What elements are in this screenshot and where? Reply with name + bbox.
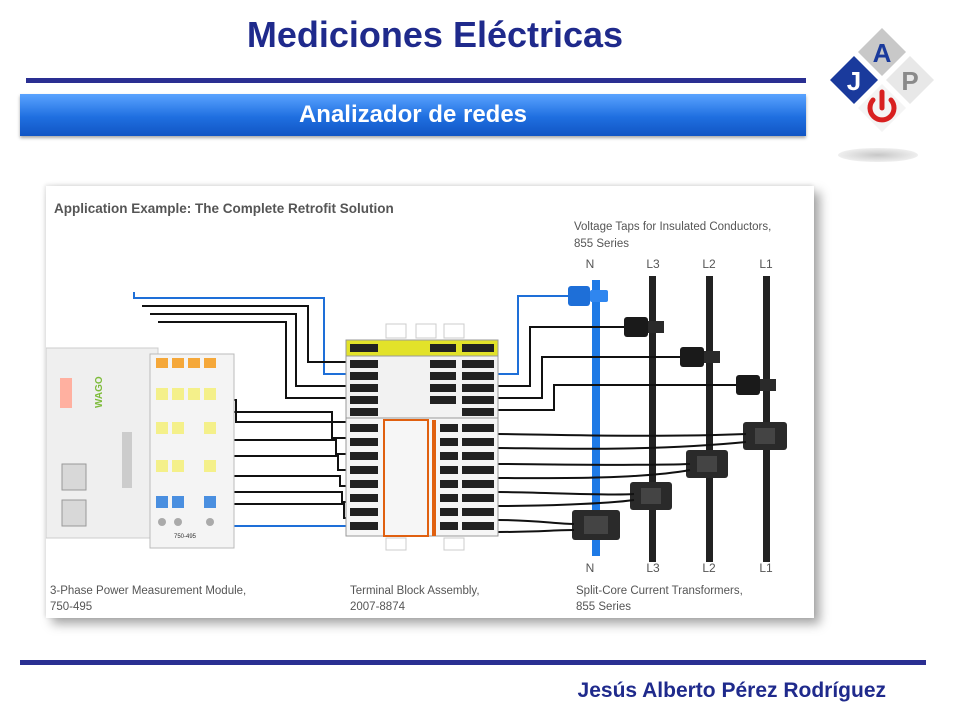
footer-divider (20, 660, 926, 665)
power-icon (867, 89, 897, 123)
svg-text:WAGO: WAGO (94, 376, 105, 408)
module-part-number: 750-495 (174, 534, 197, 540)
ct-caption-line1: Split-Core Current Transformers, (576, 585, 743, 597)
logo-letter-p: P (901, 66, 918, 96)
retrofit-diagram: Application Example: The Complete Retrof… (46, 186, 814, 618)
label-n-top: N (586, 257, 595, 271)
label-l1-top: L1 (759, 257, 773, 271)
terminal-block-assembly (345, 323, 499, 551)
current-transformer-l2 (686, 450, 728, 478)
voltage-tap-l2 (680, 347, 720, 367)
label-l3-top: L3 (646, 257, 660, 271)
label-l1-bottom: L1 (759, 561, 773, 575)
title-divider (26, 78, 806, 83)
voltage-tap-n (568, 286, 608, 306)
terminal-caption-line2: 2007-8874 (350, 601, 406, 613)
terminal-caption-line1: Terminal Block Assembly, (350, 585, 480, 597)
ajp-logo: A J P (826, 26, 938, 146)
author-name: Jesús Alberto Pérez Rodríguez (577, 679, 886, 702)
slide-title: Mediciones Eléctricas (246, 14, 624, 55)
logo-letter-a: A (873, 38, 892, 68)
voltage-taps-caption-line2: 855 Series (574, 238, 629, 250)
current-transformer-l3 (630, 482, 672, 510)
label-n-bottom: N (586, 561, 595, 575)
label-l2-top: L2 (702, 257, 716, 271)
current-transformer-l1 (743, 422, 787, 450)
diagram-heading: Application Example: The Complete Retrof… (54, 201, 394, 216)
logo-shadow (838, 148, 918, 162)
module-caption-line2: 750-495 (50, 601, 92, 613)
module-caption-line1: 3-Phase Power Measurement Module, (50, 585, 246, 597)
subtitle-banner: Analizador de redes (20, 94, 806, 136)
power-measurement-module: WAGO 750-495 (46, 347, 235, 549)
voltage-tap-l1 (736, 375, 776, 395)
label-l2-bottom: L2 (702, 561, 716, 575)
conductor-n (592, 280, 600, 556)
conductor-l1 (763, 276, 770, 562)
label-l3-bottom: L3 (646, 561, 660, 575)
voltage-tap-l3 (624, 317, 664, 337)
current-transformer-n (572, 510, 620, 540)
voltage-taps-caption-line1: Voltage Taps for Insulated Conductors, (574, 221, 771, 233)
conductor-l2 (706, 276, 713, 562)
field-wiring (497, 295, 747, 533)
logo-letter-j: J (847, 66, 861, 96)
conductor-l3 (649, 276, 656, 562)
ct-caption-line2: 855 Series (576, 601, 631, 613)
subtitle-text: Analizador de redes (298, 101, 528, 128)
